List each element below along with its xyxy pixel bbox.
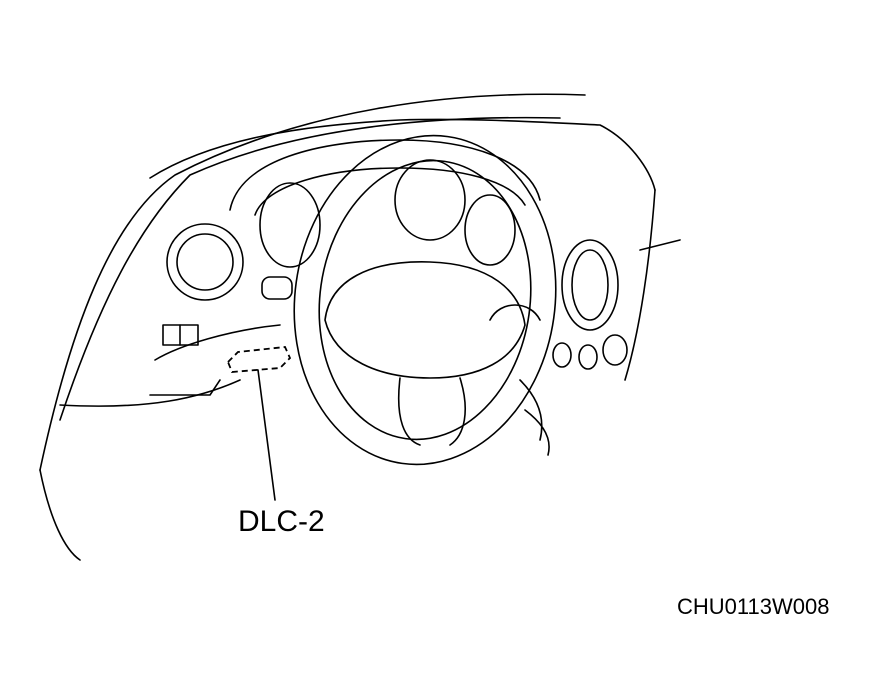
binnacle-brow xyxy=(254,167,526,216)
right-vent-inner xyxy=(571,249,609,321)
lower-panel-edge xyxy=(149,324,281,396)
right-vent-outer xyxy=(561,239,619,331)
dash-right-edge xyxy=(639,239,681,251)
steering-wheel-hub xyxy=(324,261,526,379)
steering-spoke-right xyxy=(489,304,541,321)
left-vent-inner xyxy=(176,233,234,291)
steering-spoke-lower xyxy=(397,377,466,446)
gauge-right xyxy=(464,194,516,266)
gauge-left xyxy=(259,182,321,268)
figure-code: CHU0113W008 xyxy=(677,594,830,619)
windshield-edge-inner xyxy=(59,116,561,421)
left-stalk xyxy=(261,276,293,300)
gauge-center xyxy=(394,159,466,241)
control-knob-1 xyxy=(552,342,572,368)
dlc2-callout-label: DLC-2 xyxy=(238,505,325,538)
dlc2-leader-line xyxy=(257,369,276,501)
left-vent-outer xyxy=(166,223,244,301)
column-shroud xyxy=(519,379,550,456)
windshield-edge-outer xyxy=(39,93,586,471)
binnacle-hood xyxy=(229,139,541,211)
control-knob-3 xyxy=(602,334,628,366)
dash-left-lower-edge xyxy=(59,379,241,407)
steering-wheel-rim-outer xyxy=(293,134,557,466)
steering-wheel-rim-inner xyxy=(318,159,532,441)
dash-top-contour xyxy=(149,118,656,191)
dlc2-connector-outline xyxy=(226,346,292,373)
control-knob-2 xyxy=(578,344,598,370)
a-pillar-curve xyxy=(39,469,81,561)
dash-right-panel xyxy=(624,189,656,381)
